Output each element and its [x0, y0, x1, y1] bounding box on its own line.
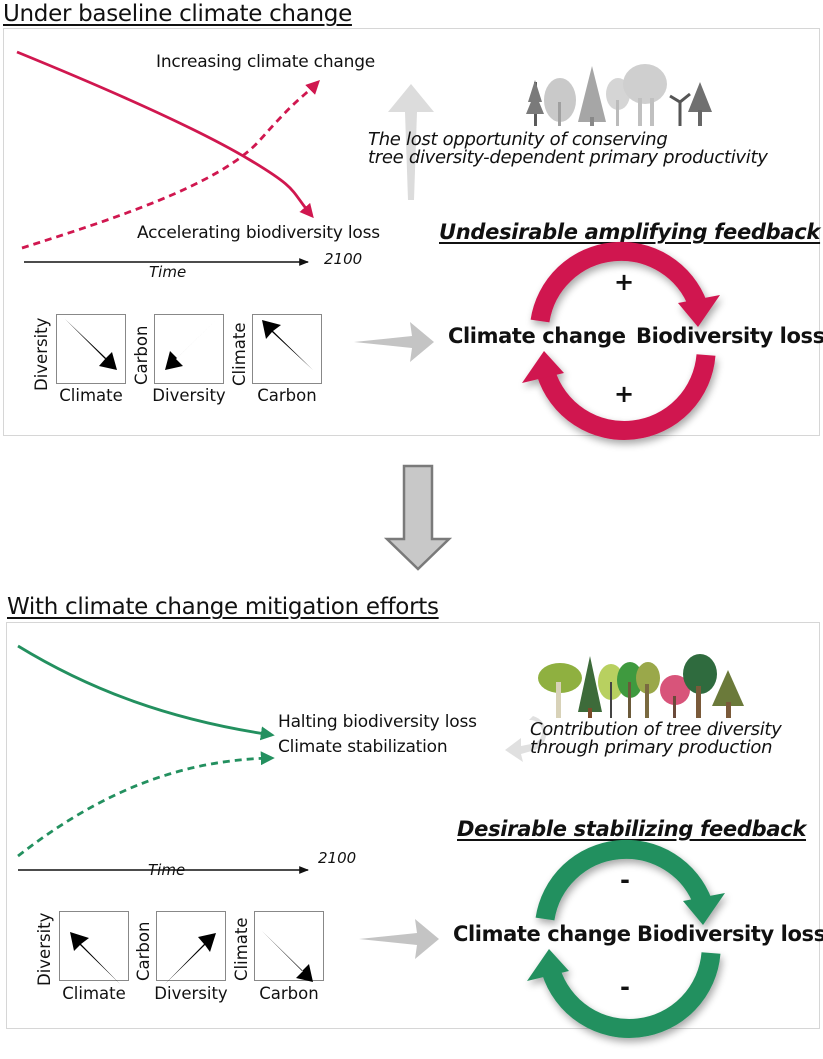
arrow-down-left-icon	[165, 319, 217, 370]
time-axis-label: Time	[149, 263, 187, 281]
mini-ylabel-carbon: Carbon	[132, 325, 151, 385]
bottom-loop-arrow	[536, 354, 716, 440]
bottom-loop-sign-lower: -	[620, 973, 630, 1001]
time-axis-label-bottom: Time	[148, 861, 186, 879]
mini-xlabel-climate: Climate	[59, 386, 123, 405]
loop-label-climate-change-bottom: Climate change	[453, 922, 631, 946]
top-loop-sign-lower: +	[614, 380, 635, 408]
top-section-title: Under baseline climate change	[3, 1, 352, 27]
bottom-mini-arrows	[70, 931, 313, 984]
biodiversity-loss-curve	[16, 50, 314, 219]
amplifying-feedback-loop	[522, 241, 720, 440]
gray-right-arrow-icon	[354, 322, 434, 362]
mini-plot-diversity-climate	[56, 314, 126, 384]
halting-biodiversity-loss-label: Halting biodiversity loss	[278, 712, 477, 732]
lost-opportunity-caption-line2: tree diversity-dependent primary product…	[368, 147, 768, 168]
arrow-up-left-icon	[70, 932, 120, 984]
lost-opportunity-caption-line1: The lost opportunity of conserving	[368, 129, 668, 150]
bottom-trend-graph	[17, 644, 309, 874]
mini-plot-diversity-climate-bottom	[59, 911, 129, 981]
climate-change-curve	[21, 80, 320, 250]
loop-label-climate-change: Climate change	[448, 324, 626, 348]
transition-down-arrow-icon	[383, 464, 453, 571]
mini-ylabel-climate: Climate	[230, 322, 249, 387]
contribution-caption-line1: Contribution of tree diversity	[530, 719, 782, 740]
gray-left-curved-arrow-icon	[505, 716, 547, 762]
mini-xlabel-carbon-bottom: Carbon	[259, 984, 319, 1003]
gray-up-arrow	[388, 84, 434, 200]
mini-plot-climate-carbon-bottom	[254, 911, 324, 981]
bottom-section-title: With climate change mitigation efforts	[7, 594, 439, 620]
stabilizing-feedback-loop	[527, 839, 725, 1038]
bottom-loop-arrow-green	[541, 952, 721, 1038]
mini-xlabel-carbon: Carbon	[257, 386, 317, 405]
time-axis-end-label: 2100	[324, 250, 363, 268]
mini-ylabel-diversity: Diversity	[32, 317, 51, 391]
undesirable-feedback-title: Undesirable amplifying feedback	[439, 220, 821, 244]
top-loop-arrow	[530, 241, 707, 323]
mini-plot-carbon-diversity-bottom	[156, 911, 226, 981]
top-mini-arrows	[65, 319, 313, 370]
colored-trees-icon	[538, 654, 744, 718]
arrow-up-right-icon	[165, 933, 216, 984]
time-axis-end-label-bottom: 2100	[318, 849, 357, 867]
climate-stabilization-label: Climate stabilization	[278, 737, 448, 757]
increasing-climate-change-label: Increasing climate change	[156, 52, 376, 72]
top-trend-graph	[16, 50, 434, 266]
arrow-down-right-icon	[65, 319, 117, 370]
mini-ylabel-carbon-bottom: Carbon	[134, 921, 153, 981]
accelerating-biodiversity-loss-label: Accelerating biodiversity loss	[137, 223, 380, 243]
desirable-feedback-title: Desirable stabilizing feedback	[457, 817, 807, 841]
mini-ylabel-diversity-bottom: Diversity	[35, 912, 54, 986]
gray-right-arrow-icon-bottom	[359, 919, 439, 959]
gray-trees-icon	[526, 64, 712, 126]
contribution-caption-line2: through primary production	[530, 737, 773, 758]
bottom-loop-sign-upper: -	[620, 866, 630, 894]
top-loop-arrow-green	[535, 839, 712, 921]
top-loop-sign-upper: +	[614, 268, 635, 296]
arrow-down-right-icon	[262, 931, 313, 982]
arrow-up-left-icon	[262, 320, 313, 370]
mini-plot-carbon-diversity	[154, 314, 224, 384]
mini-ylabel-climate-bottom: Climate	[232, 917, 251, 982]
loop-label-biodiversity-loss: Biodiversity loss	[636, 324, 823, 348]
mini-xlabel-diversity: Diversity	[152, 386, 226, 405]
climate-stabilization-curve	[17, 751, 275, 858]
loop-label-biodiversity-loss-bottom: Biodiversity loss	[637, 922, 823, 946]
mini-xlabel-diversity-bottom: Diversity	[154, 984, 228, 1003]
mini-xlabel-climate-bottom: Climate	[62, 984, 126, 1003]
halting-biodiversity-loss-curve	[17, 644, 275, 741]
